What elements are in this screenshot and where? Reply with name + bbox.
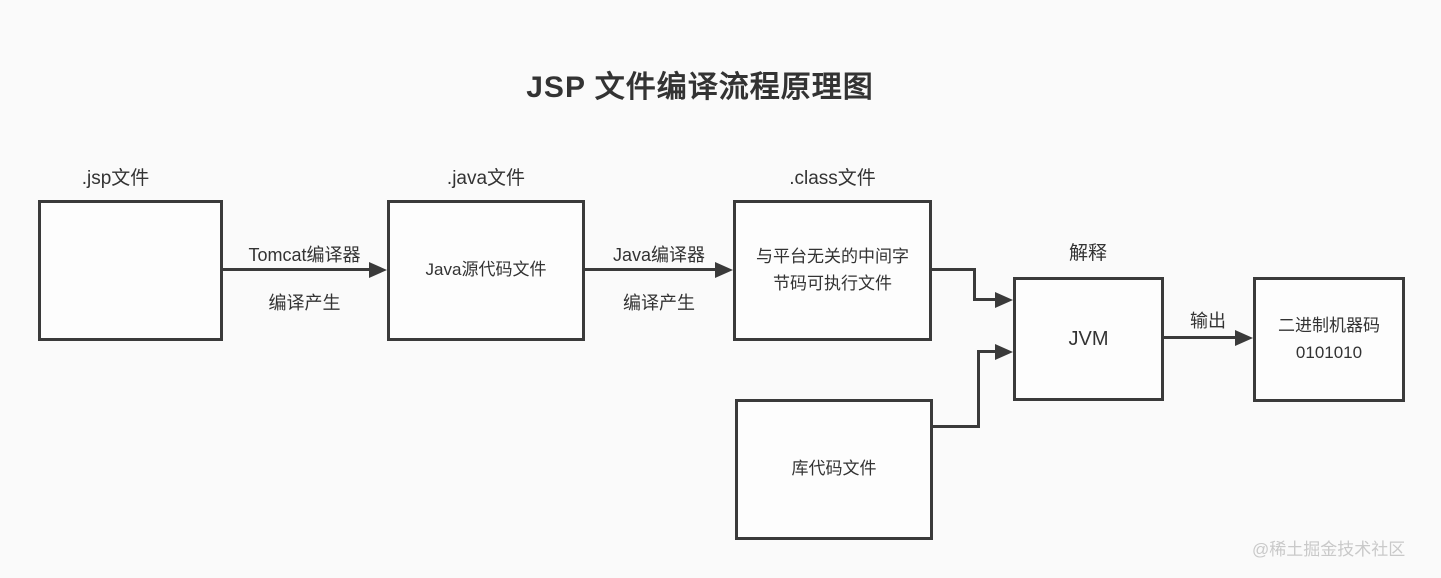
lib-to-jvm-connector-h1 — [930, 425, 980, 428]
tomcat-arrowhead-icon — [369, 262, 387, 278]
class-file-box-text: 与平台无关的中间字 节码可执行文件 — [756, 244, 909, 297]
tomcat-arrow-label-bottom: 编译产生 — [268, 293, 341, 313]
javac-arrow-line — [585, 268, 718, 271]
lib-to-jvm-connector-h2 — [977, 350, 998, 353]
binary-box-line2: 0101010 — [1295, 342, 1363, 362]
class-file-box: 与平台无关的中间字 节码可执行文件 — [733, 200, 932, 341]
java-source-box-text: Java源代码文件 — [425, 260, 547, 280]
lib-to-jvm-arrowhead-icon — [995, 344, 1013, 360]
javac-arrow-label-bottom: 编译产生 — [623, 293, 695, 313]
class-to-jvm-connector-h2 — [973, 298, 998, 301]
lib-to-jvm-connector-v — [977, 350, 980, 428]
java-file-caption: .java文件 — [446, 168, 526, 189]
library-code-box-text: 库代码文件 — [791, 459, 877, 479]
class-file-box-line2: 节码可执行文件 — [773, 273, 892, 293]
jvm-box-text: JVM — [1068, 327, 1109, 350]
javac-arrowhead-icon — [715, 262, 733, 278]
tomcat-arrow-line — [222, 268, 372, 271]
library-code-box: 库代码文件 — [735, 399, 933, 540]
class-to-jvm-connector-h1 — [932, 268, 976, 271]
diagram-title: JSP 文件编译流程原理图 — [526, 71, 874, 104]
java-source-box: Java源代码文件 — [387, 200, 585, 341]
tomcat-arrow-label-top: Tomcat编译器 — [248, 245, 361, 265]
jsp-file-box — [38, 200, 223, 341]
binary-machine-code-box: 二进制机器码 0101010 — [1253, 277, 1405, 402]
class-to-jvm-arrowhead-icon — [995, 292, 1013, 308]
javac-arrow-label-top: Java编译器 — [612, 245, 706, 265]
class-to-jvm-connector-v — [973, 268, 976, 301]
class-file-box-line1: 与平台无关的中间字 — [756, 247, 909, 267]
binary-machine-code-text: 二进制机器码 0101010 — [1278, 313, 1380, 366]
jsp-file-caption: .jsp文件 — [81, 168, 150, 189]
output-arrow-label: 输出 — [1190, 311, 1226, 331]
output-arrowhead-icon — [1235, 330, 1253, 346]
class-file-caption: .class文件 — [789, 168, 876, 189]
interpret-caption: 解释 — [1068, 243, 1107, 264]
jvm-box: JVM — [1013, 277, 1164, 401]
watermark: @稀土掘金技术社区 — [1252, 540, 1406, 559]
output-arrow-line — [1163, 336, 1238, 339]
binary-box-line1: 二进制机器码 — [1278, 316, 1380, 336]
